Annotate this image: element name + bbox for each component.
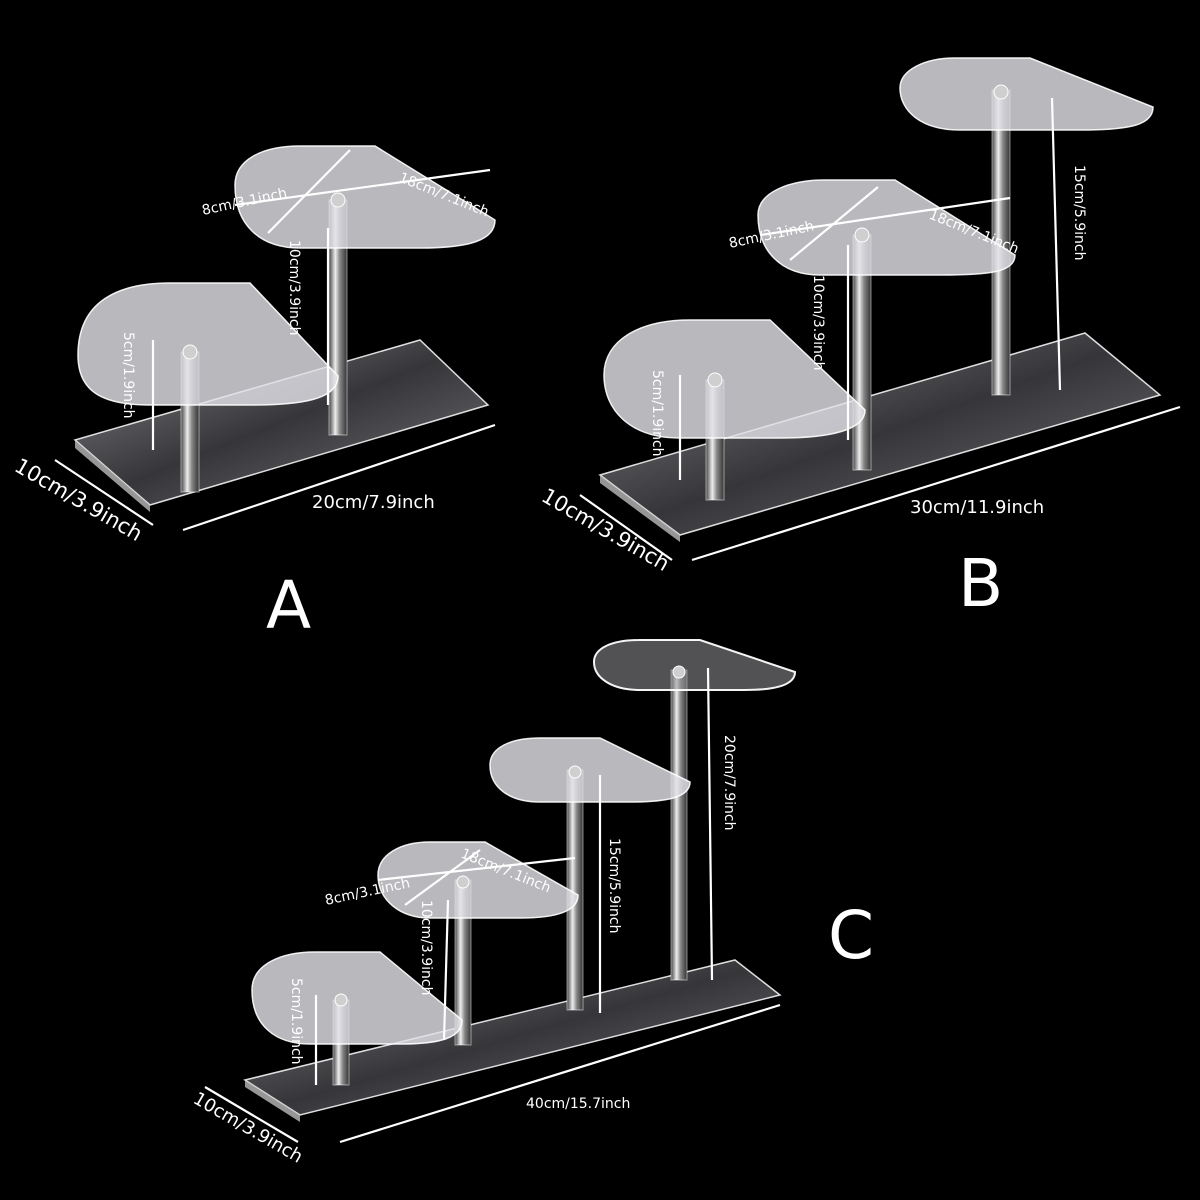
stand-c-rod-upper-label: 15cm/5.9inch	[606, 838, 622, 933]
stand-b-rod-short-label: 5cm/1.9inch	[649, 370, 665, 457]
stand-b-rod-mid-label: 10cm/3.9inch	[810, 275, 826, 370]
stand-a: 8cm/3.1inch 18cm/7.1inch 10cm/3.9inch 5c…	[11, 145, 496, 644]
stand-b: 8cm/3.1inch 18cm/7.1inch 10cm/3.9inch 15…	[538, 57, 1181, 622]
stand-a-rod-tall-label: 10cm/3.9inch	[286, 240, 302, 335]
stand-c-tier-upper	[489, 737, 691, 803]
stand-c-rod-top	[670, 669, 688, 981]
stand-a-tier-low	[77, 282, 339, 406]
stand-a-rod-short-label: 5cm/1.9inch	[120, 332, 136, 419]
stand-b-base-length-label: 30cm/11.9inch	[910, 497, 1044, 518]
stand-c: 8cm/3.1inch 18cm/7.1inch 10cm/3.9inch 15…	[190, 639, 874, 1168]
stand-c-rod-mid-label: 10cm/3.9inch	[418, 900, 434, 995]
stand-c-letter: C	[828, 897, 874, 974]
stand-b-tier-top	[899, 57, 1154, 131]
stand-a-base-length-label: 20cm/7.9inch	[312, 492, 435, 513]
stand-b-tier-mid	[757, 179, 1016, 276]
stand-b-tier-low	[603, 319, 866, 439]
stand-a-letter: A	[266, 567, 311, 644]
stand-b-rod-top-label: 15cm/5.9inch	[1071, 165, 1087, 260]
stand-c-base-length-label: 40cm/15.7inch	[526, 1096, 630, 1112]
stand-c-rod-top-label: 20cm/7.9inch	[721, 735, 737, 830]
stand-b-letter: B	[958, 545, 1003, 622]
stand-c-tier-top	[592, 639, 797, 691]
stand-c-tier-mid	[377, 841, 579, 919]
stand-c-rod-short-label: 5cm/1.9inch	[288, 978, 304, 1065]
stand-a-tier-high	[234, 145, 496, 249]
stand-c-tier-low	[251, 951, 463, 1045]
